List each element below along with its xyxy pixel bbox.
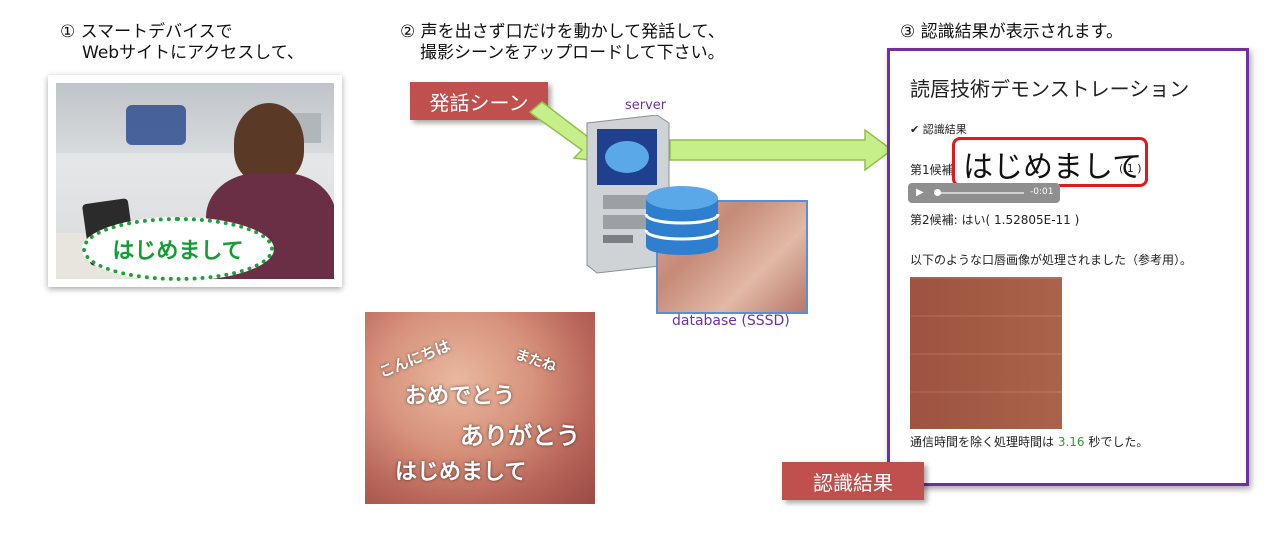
- person-hair: [234, 103, 304, 183]
- step1-caption: ① スマートデバイスで Webサイトにアクセスして、: [60, 22, 304, 64]
- panel-title: 読唇技術デモンストレーション: [910, 77, 1190, 101]
- speech-bubble: はじめまして: [82, 217, 274, 281]
- mouth-word-3: おめでとう: [405, 384, 516, 409]
- server-label: server: [625, 98, 667, 113]
- mouth-word-1: こんにちは: [376, 336, 453, 382]
- mouth-image: こんにちは またね おめでとう ありがとう はじめまして: [365, 312, 595, 504]
- recognition-result-tag: 認識結果: [782, 462, 924, 500]
- timing-value: 3.16: [1057, 435, 1085, 449]
- timing-suffix: 秒でした。: [1088, 435, 1149, 449]
- utterance-scene-tag: 発話シーン: [410, 82, 548, 120]
- audio-progress-track[interactable]: [934, 192, 1024, 194]
- processing-time: 通信時間を除く処理時間は 3.16 秒でした。: [910, 433, 1148, 450]
- audio-time: -0:01: [1030, 187, 1054, 197]
- smart-device-photo: はじめまして: [48, 75, 342, 287]
- mouth-word-4: ありがとう: [460, 422, 580, 450]
- step2-line2: 撮影シーンをアップロードして下さい。: [420, 43, 725, 63]
- candidate1-label: 第1候補:: [910, 163, 958, 177]
- flow-arrows: [528, 101, 894, 172]
- step2-line1: ② 声を出さず口だけを動かして発話して、: [400, 22, 725, 42]
- processed-note: 以下のような口唇画像が処理されました（参考用）。: [910, 253, 1193, 267]
- step3-caption: ③ 認識結果が表示されます。: [900, 22, 1123, 42]
- step1-line2: Webサイトにアクセスして、: [82, 43, 304, 63]
- mouth-word-5: はじめまして: [395, 460, 527, 485]
- arrow-to-result: [669, 128, 894, 172]
- mouth-word-2: またね: [513, 346, 559, 376]
- step1-line1: ① スマートデバイスで: [60, 22, 233, 42]
- candidate2: 第2候補: はい( 1.52805E-11 ): [910, 213, 1080, 227]
- step2-caption: ② 声を出さず口だけを動かして発話して、 撮影シーンをアップロードして下さい。: [400, 22, 725, 64]
- lip-images-grid: [910, 277, 1062, 429]
- candidate1-score: ( 1 ): [1119, 162, 1142, 175]
- database-label: database (SSSD): [672, 313, 790, 329]
- result-panel: 読唇技術デモンストレーション ✔ 認識結果 第1候補: はじめまして ( 1 )…: [887, 48, 1249, 486]
- audio-progress-knob[interactable]: [934, 189, 941, 196]
- check-label: ✔ 認識結果: [910, 123, 967, 136]
- candidate1-value: はじめまして: [963, 150, 1143, 185]
- database-icon: [644, 186, 720, 255]
- candidate1-highlight: はじめまして ( 1 ): [952, 137, 1148, 187]
- audio-player[interactable]: ▶ -0:01: [908, 183, 1060, 203]
- timing-prefix: 通信時間を除く処理時間は: [910, 435, 1055, 449]
- play-icon[interactable]: ▶: [916, 187, 924, 198]
